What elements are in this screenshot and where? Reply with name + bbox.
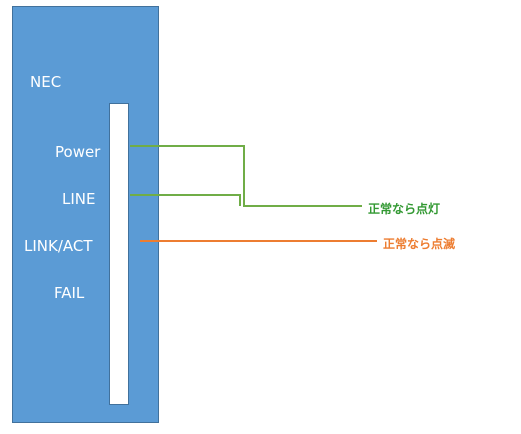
brand-label: NEC bbox=[30, 73, 62, 91]
router-device bbox=[12, 6, 159, 423]
led-label-line: LINE bbox=[62, 190, 96, 208]
led-label-fail: FAIL bbox=[54, 284, 85, 302]
power-leader-line bbox=[130, 145, 362, 207]
led-indicator-strip bbox=[109, 103, 129, 405]
blinking-note: 正常なら点滅 bbox=[383, 237, 456, 251]
line-leader-line bbox=[130, 194, 241, 206]
led-label-power: Power bbox=[55, 143, 101, 161]
led-label-link-act: LINK/ACT bbox=[24, 237, 93, 255]
steady-on-note: 正常なら点灯 bbox=[368, 202, 441, 216]
